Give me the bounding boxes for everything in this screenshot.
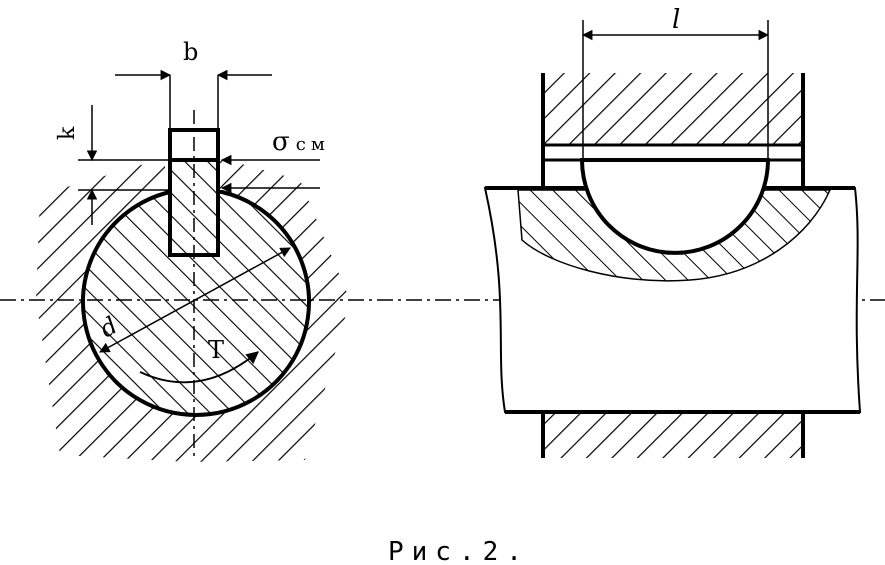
- lower-hub: [541, 410, 805, 458]
- label-sigma-sub: см: [296, 134, 330, 155]
- label-l: l: [672, 5, 680, 35]
- label-T: T: [208, 336, 224, 364]
- longitudinal-view: l: [483, 5, 862, 458]
- torque-arrow: T: [139, 336, 259, 384]
- segment-key: [579, 158, 771, 255]
- dimension-b: b: [115, 38, 272, 128]
- figure-caption: Рис.2.: [388, 537, 530, 565]
- label-b: b: [183, 38, 198, 66]
- label-k: k: [55, 126, 80, 140]
- label-sigma: σ: [272, 127, 290, 157]
- dimension-l: l: [581, 5, 770, 158]
- dimension-k: k: [55, 105, 168, 225]
- svg-text:σсм: σсм: [272, 127, 330, 157]
